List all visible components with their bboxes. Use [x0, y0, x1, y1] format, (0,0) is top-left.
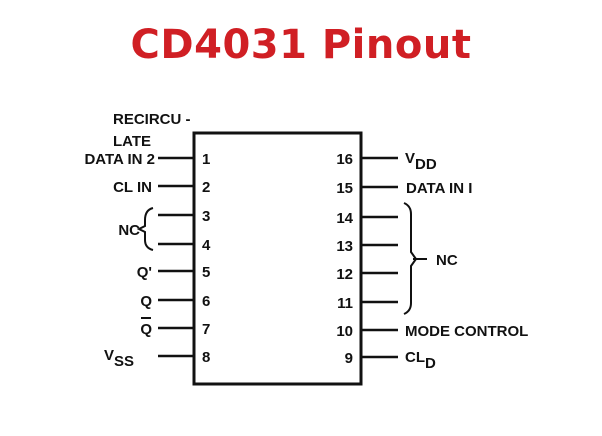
pin-10-label: MODE CONTROL — [405, 323, 528, 340]
pin-16-label-sub: DD — [415, 156, 437, 173]
pin-8-number: 8 — [202, 349, 210, 366]
pin-11-number: 11 — [337, 295, 353, 312]
pin-5-number: 5 — [202, 264, 210, 281]
pin-16-label: VDD — [405, 150, 437, 173]
pin-7-label: Q — [140, 321, 152, 338]
right-pins — [361, 156, 398, 359]
pin-8-label-main: V — [104, 347, 114, 364]
pin-9-label-sub: D — [425, 355, 436, 372]
pin-13-number: 13 — [336, 238, 353, 255]
pin-8-label: VSS — [104, 347, 134, 370]
left-pins — [158, 156, 194, 358]
pin-10-number: 10 — [336, 323, 353, 340]
pin-4-number: 4 — [202, 237, 211, 254]
pin-3-number: 3 — [202, 208, 210, 225]
page-title: CD4031 Pinout — [130, 22, 472, 68]
pin-16-label-main: V — [405, 150, 415, 167]
left-nc-brace — [136, 207, 154, 251]
ic-body — [192, 131, 363, 386]
pin-1-label: DATA IN 2 — [84, 151, 155, 168]
right-nc-label: NC — [436, 252, 458, 269]
pin-8-label-sub: SS — [114, 353, 134, 370]
pin-9-number: 9 — [345, 350, 353, 367]
pin-1-extra-label: RECIRCU - — [113, 111, 191, 128]
pin-2-number: 2 — [202, 179, 210, 196]
pin-9-label: CLD — [405, 349, 436, 372]
pin-15-label: DATA IN I — [406, 180, 472, 197]
pin-14-number: 14 — [336, 210, 353, 227]
pin-5-label: Q' — [137, 264, 152, 281]
pin-1-extra-label-2: LATE — [113, 133, 151, 150]
pin-7-number: 7 — [202, 321, 210, 338]
left-nc-label: NC — [118, 222, 140, 239]
pin-6-number: 6 — [202, 293, 210, 310]
pin-12-number: 12 — [336, 266, 353, 283]
pin-9-label-main: CL — [405, 349, 425, 366]
pin-2-label: CL IN — [113, 179, 152, 196]
pin-15-number: 15 — [336, 180, 353, 197]
pin-6-label: Q — [140, 293, 152, 310]
pin-16-number: 16 — [336, 151, 353, 168]
pin-1-number: 1 — [202, 151, 210, 168]
